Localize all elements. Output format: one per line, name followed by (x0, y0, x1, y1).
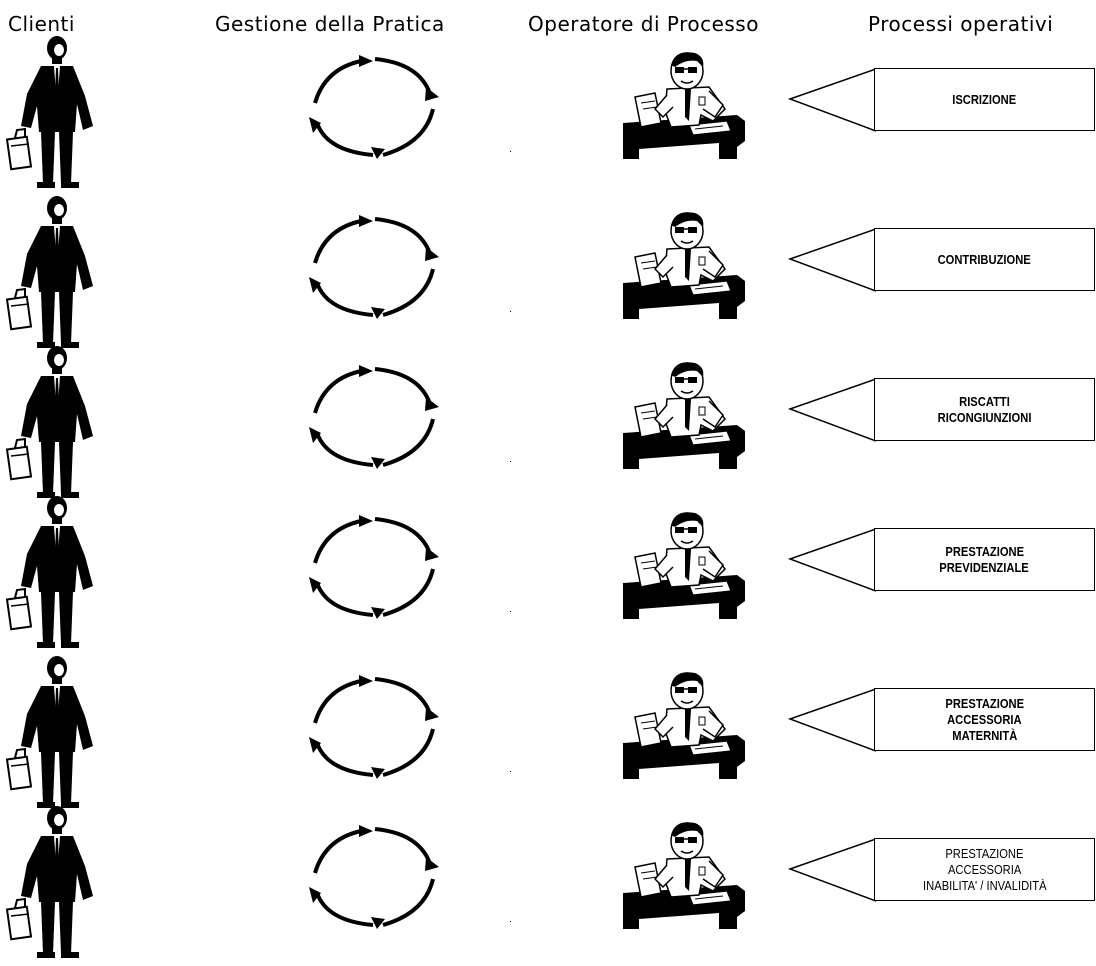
businessman-with-briefcase-icon (5, 806, 93, 958)
operator-at-desk-icon (623, 512, 745, 619)
process-label-line: CONTRIBUZIONE (937, 251, 1032, 267)
process-label-line: ACCESSORIA (947, 711, 1022, 727)
circular-cycle-arrows-icon (309, 365, 439, 469)
operator-at-desk-icon (623, 52, 745, 159)
process-label-line: PRESTAZIONE (945, 543, 1024, 559)
left-pointing-triangle-icon (788, 378, 876, 442)
separator-dot (510, 461, 511, 462)
operator-at-desk-icon (623, 672, 745, 779)
businessman-with-briefcase-icon (5, 36, 93, 188)
circular-cycle-arrows-icon (309, 215, 439, 319)
left-pointing-triangle-icon (788, 68, 876, 132)
circular-cycle-arrows-icon (309, 675, 439, 779)
left-pointing-triangle-icon (788, 688, 876, 752)
process-row-2: CONTRIBUZIONE (0, 196, 1096, 356)
process-label-line: RISCATTI (959, 393, 1010, 409)
separator-dot (510, 311, 511, 312)
left-pointing-triangle-icon (788, 838, 876, 902)
businessman-with-briefcase-icon (5, 496, 93, 648)
separator-dot (510, 771, 511, 772)
process-box-2: CONTRIBUZIONE (874, 228, 1095, 291)
process-row-1: ISCRIZIONE (0, 36, 1096, 196)
process-label-line: MATERNITÀ (951, 727, 1018, 743)
circular-cycle-arrows-icon (309, 825, 439, 929)
header-clienti: Clienti (8, 12, 75, 36)
process-box-1: ISCRIZIONE (874, 68, 1095, 131)
businessman-with-briefcase-icon (5, 196, 93, 348)
process-label-line: INABILITA' / INVALIDITÀ (922, 877, 1047, 893)
header-gestione-pratica: Gestione della Pratica (215, 12, 445, 36)
left-pointing-triangle-icon (788, 528, 876, 592)
header-operatore-processo: Operatore di Processo (528, 12, 759, 36)
separator-dot (510, 921, 511, 922)
process-label-line: PREVIDENZIALE (939, 559, 1030, 575)
operator-at-desk-icon (623, 362, 745, 469)
process-label-line: RICONGIUNZIONI (937, 409, 1032, 425)
process-label-line: PRESTAZIONE (945, 845, 1024, 861)
header-processi-operativi: Processi operativi (868, 12, 1054, 36)
process-label-line: PRESTAZIONE (945, 695, 1024, 711)
separator-dot (510, 611, 511, 612)
separator-dot (510, 151, 511, 152)
circular-cycle-arrows-icon (309, 515, 439, 619)
process-label-line: ISCRIZIONE (952, 91, 1017, 107)
process-label-line: ACCESSORIA (947, 861, 1022, 877)
operator-at-desk-icon (623, 822, 745, 929)
businessman-with-briefcase-icon (5, 656, 93, 808)
businessman-with-briefcase-icon (5, 346, 93, 498)
operator-at-desk-icon (623, 212, 745, 319)
circular-cycle-arrows-icon (309, 55, 439, 159)
left-pointing-triangle-icon (788, 228, 876, 292)
